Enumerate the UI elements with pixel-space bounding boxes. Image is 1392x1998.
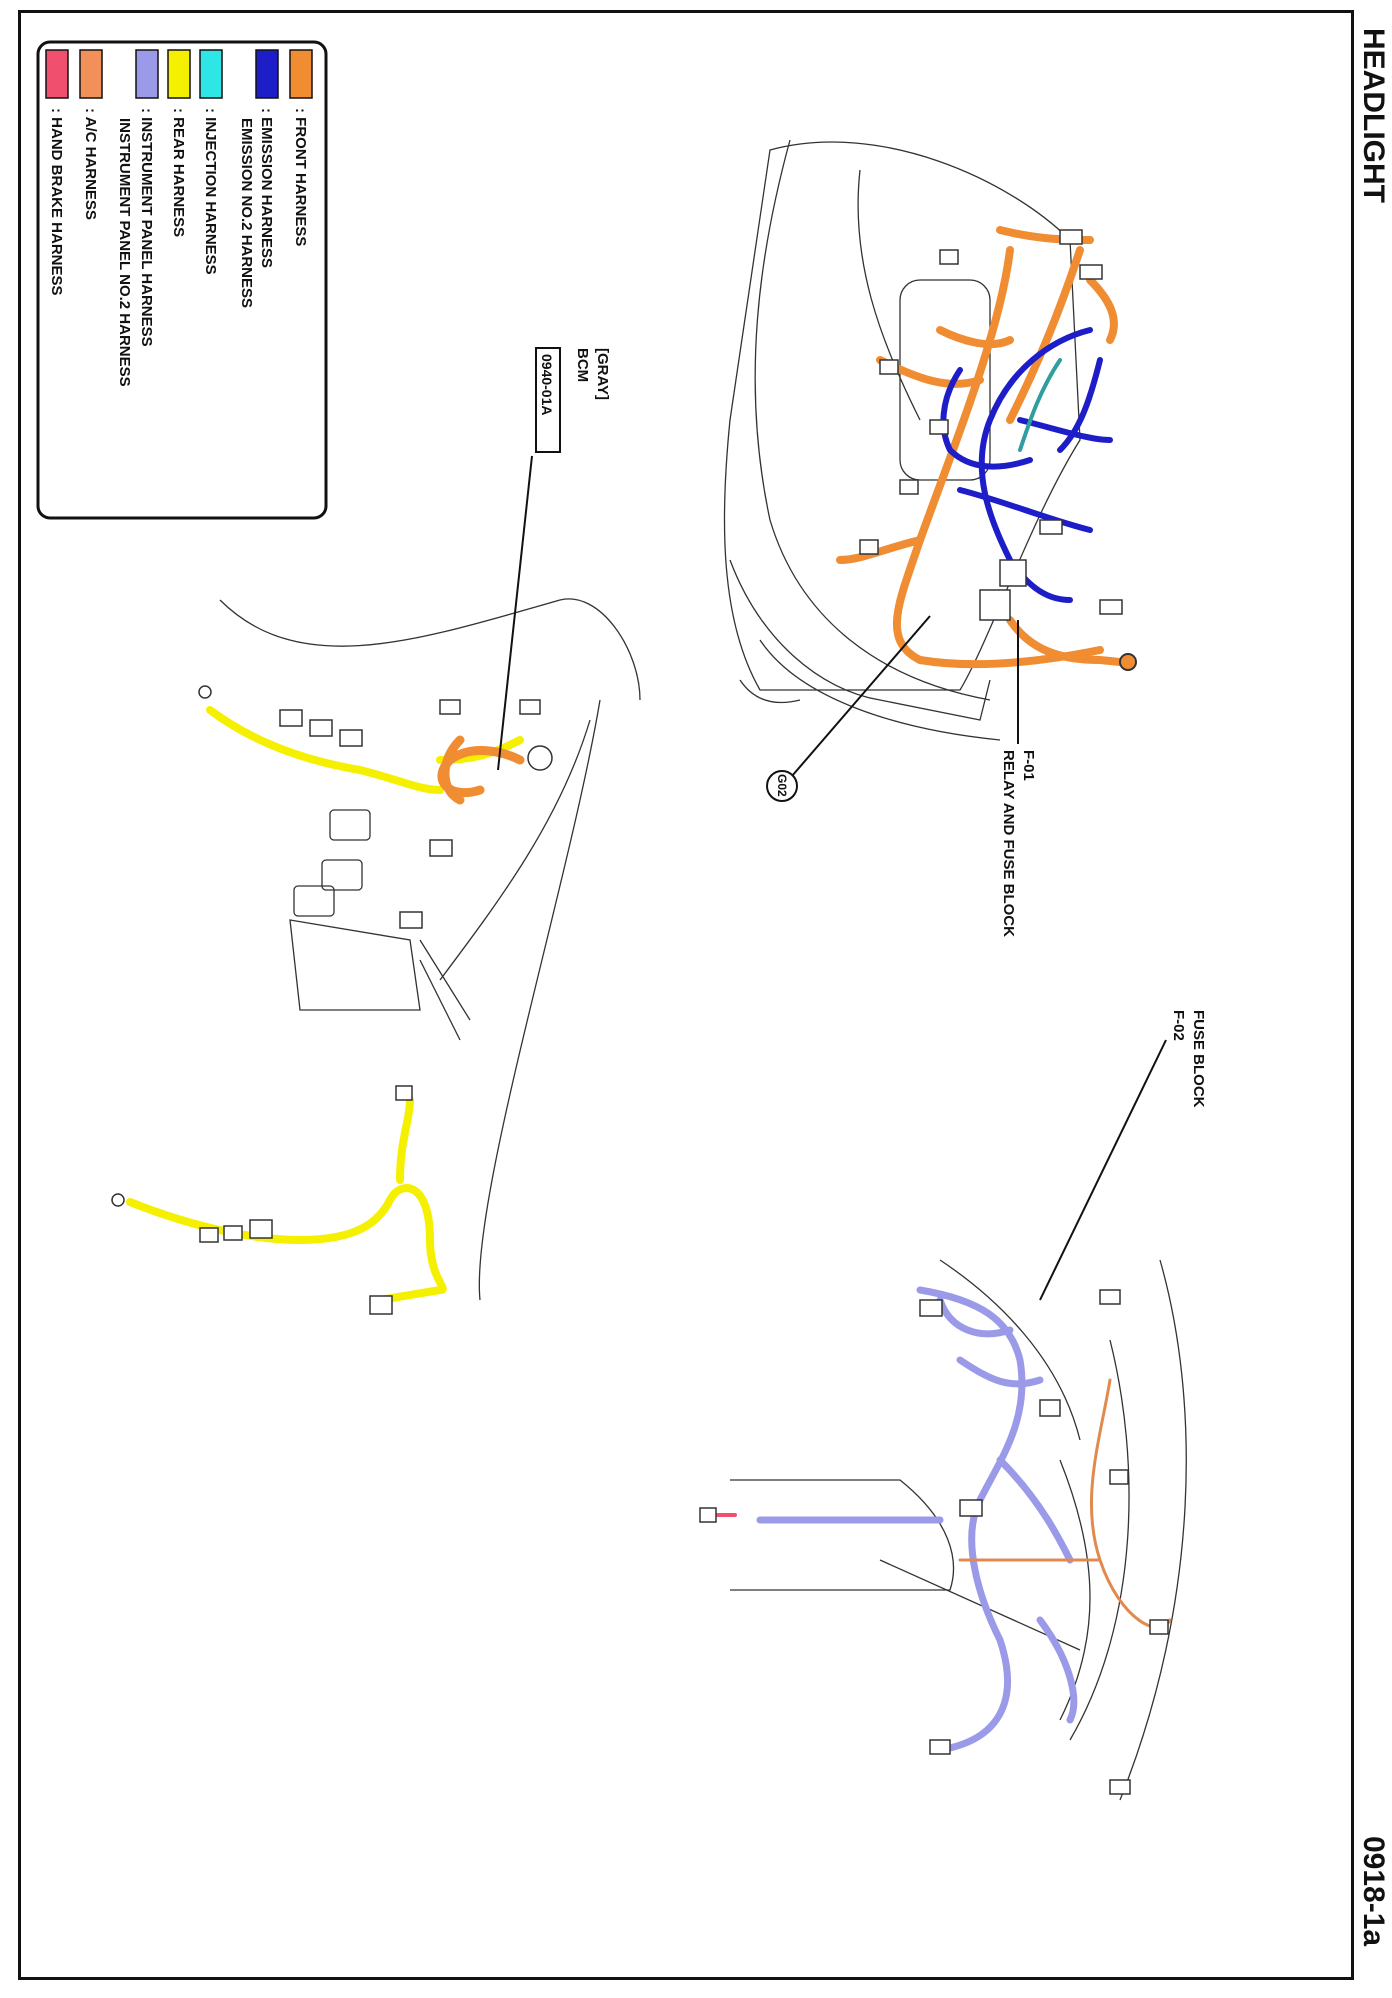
ac-harness	[958, 1378, 1172, 1629]
legend-item-front: : FRONT HARNESS	[289, 49, 313, 246]
legend-label: : REAR HARNESS	[170, 108, 187, 237]
ground-label: G02	[775, 774, 789, 797]
engine-connectors	[859, 229, 1123, 621]
legend-label: : EMISSION HARNESS	[258, 108, 275, 268]
page-title: HEADLIGHT	[1357, 28, 1390, 203]
page-code: 0918-1a	[1357, 1836, 1390, 1947]
ground-terminal-icon	[111, 1193, 125, 1207]
legend-item-hand-brake: : HAND BRAKE HARNESS	[45, 49, 69, 296]
legend-item-emission: : EMISSION HARNESS EMISSION NO.2 HARNESS	[238, 49, 279, 308]
relay-name-label: RELAY AND FUSE BLOCK	[1000, 750, 1017, 937]
legend-label: INSTRUMENT PANEL NO.2 HARNESS	[116, 118, 133, 387]
fuse-block-callout: FUSE BLOCK F-02	[1039, 1010, 1207, 1301]
harness-legend: : FRONT HARNESS : EMISSION HARNESS EMISS…	[36, 40, 328, 520]
bcm-color-label: [GRAY]	[594, 348, 611, 400]
bcm-connectors	[279, 699, 541, 929]
legend-label: : INJECTION HARNESS	[202, 108, 219, 275]
ground-circle-icon	[766, 770, 798, 802]
ground-terminal-icon	[1119, 653, 1137, 671]
emission-harness	[940, 327, 1113, 603]
bcm-name-label: BCM	[574, 348, 591, 382]
relay-id-label: F-01	[1020, 750, 1037, 781]
fuse-id-label: F-02	[1170, 1010, 1187, 1041]
bcm-callout: [GRAY] BCM 0940-01A	[497, 347, 611, 771]
legend-label: : INSTRUMENT PANEL HARNESS	[138, 108, 155, 347]
rear-harness-lower	[126, 1096, 447, 1304]
instrument-panel-view	[730, 1259, 1187, 1801]
bcm-area-view	[219, 598, 641, 1301]
ground-g02-callout: G02	[766, 615, 931, 802]
legend-item-injection: : INJECTION HARNESS	[199, 49, 223, 275]
legend-label: : FRONT HARNESS	[292, 108, 309, 246]
legend-label: : HAND BRAKE HARNESS	[48, 108, 65, 296]
injection-harness	[1018, 358, 1062, 452]
legend-label: EMISSION NO.2 HARNESS	[238, 118, 255, 308]
rear-lower-connectors	[199, 1085, 413, 1315]
front-harness-bcm	[437, 735, 525, 805]
ground-terminal-icon	[198, 685, 212, 699]
fuse-name-label: FUSE BLOCK	[1190, 1010, 1207, 1108]
legend-item-ac: : A/C HARNESS	[79, 49, 103, 220]
instrument-panel-harness	[756, 1286, 1078, 1754]
bcm-grommet-icon	[527, 745, 553, 771]
ip-connectors	[699, 1289, 1169, 1795]
legend-item-rear: : REAR HARNESS	[167, 49, 191, 237]
bcm-connector-label: 0940-01A	[539, 354, 555, 416]
relay-fuse-block-callout: F-01 RELAY AND FUSE BLOCK	[1000, 620, 1037, 937]
diagram-frame	[18, 10, 1354, 1980]
legend-label: : A/C HARNESS	[82, 108, 99, 220]
legend-item-instrument: : INSTRUMENT PANEL HARNESS INSTRUMENT PA…	[116, 49, 159, 387]
